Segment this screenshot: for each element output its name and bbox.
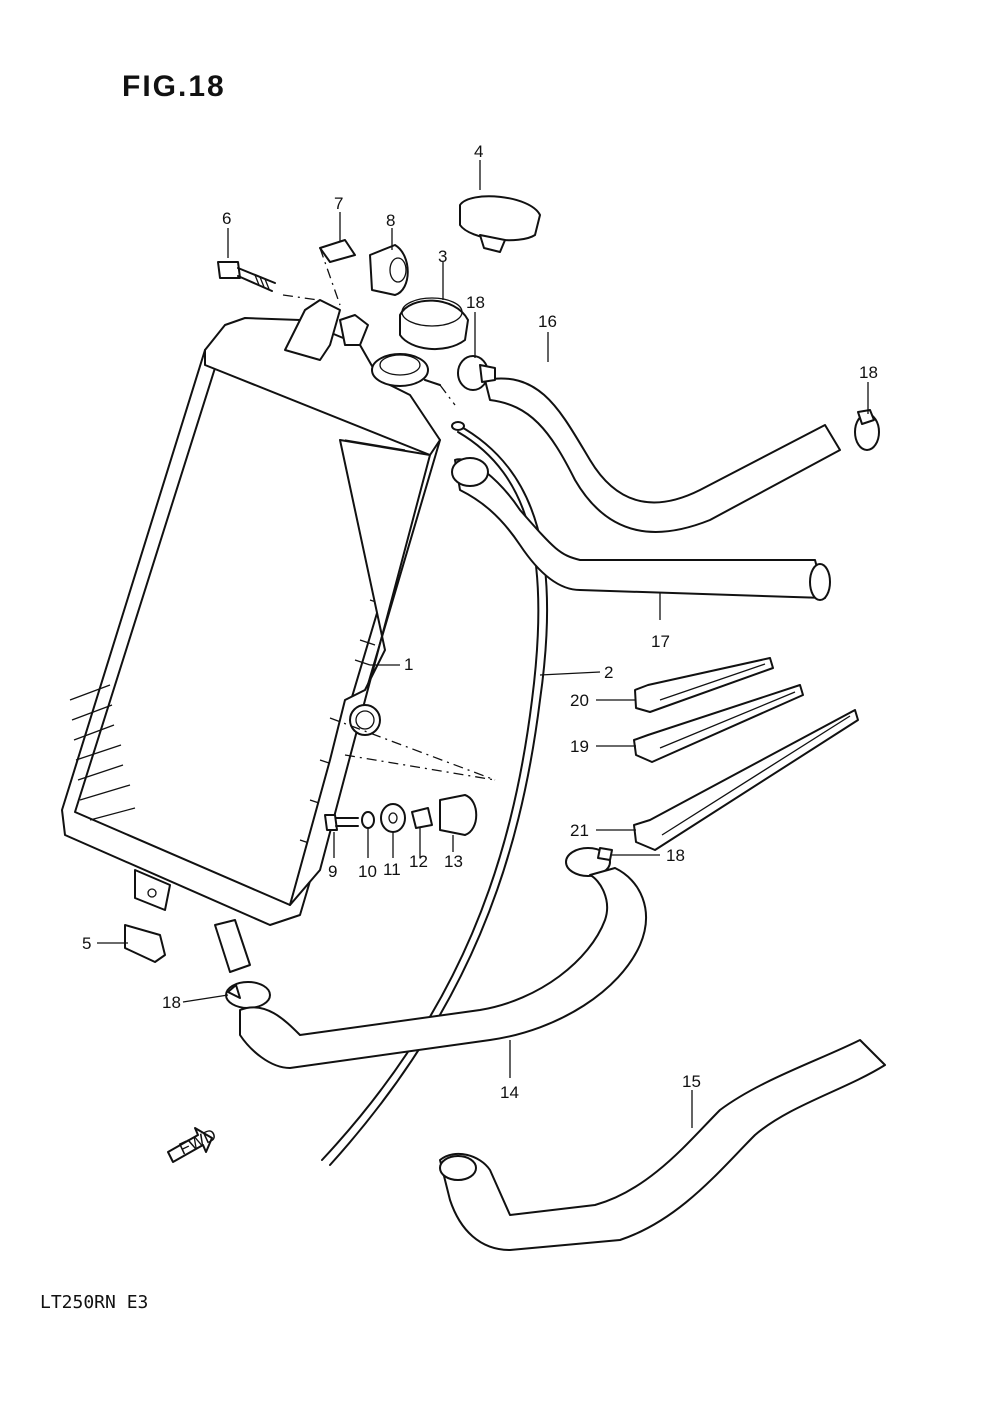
cushion-13 [439, 794, 478, 836]
callout-3: 3 [438, 247, 447, 266]
callout-2: 2 [604, 663, 613, 682]
strap-19 [633, 684, 804, 763]
leader-lines [97, 160, 869, 1128]
callout-11: 11 [383, 860, 401, 879]
bolt-9 [324, 814, 359, 831]
cushion-8 [369, 244, 409, 296]
hose-14 [239, 867, 647, 1069]
model-code: LT250RN E3 [40, 1292, 149, 1313]
callout-14: 14 [500, 1083, 519, 1102]
callout-9: 9 [328, 862, 337, 881]
collar-12 [411, 807, 433, 829]
hose-15 [439, 1039, 886, 1251]
clamp-18-mid [565, 847, 613, 877]
callout-7: 7 [334, 194, 343, 213]
callout-1: 1 [404, 655, 413, 674]
callout-labels: 1 2 3 4 5 6 7 8 9 10 11 12 13 14 15 16 1… [82, 142, 878, 1102]
callout-17: 17 [651, 632, 670, 651]
figure-title: FIG.18 [122, 70, 226, 103]
callout-5: 5 [82, 934, 91, 953]
callout-18c: 18 [666, 846, 685, 865]
callout-18d: 18 [162, 993, 181, 1012]
callout-15: 15 [682, 1072, 701, 1091]
callout-18b: 18 [859, 363, 878, 382]
bracket-5 [124, 924, 166, 963]
radiator [61, 299, 441, 973]
callout-13: 13 [444, 852, 463, 871]
hose-16 [484, 377, 841, 533]
hose-17 [454, 458, 826, 599]
clamp-18-bottom [225, 981, 271, 1009]
washer-11 [380, 803, 406, 833]
strap-21 [633, 709, 859, 851]
callout-6: 6 [222, 209, 231, 228]
callout-20: 20 [570, 691, 589, 710]
callout-4: 4 [474, 142, 483, 161]
fwd-arrow-icon: FWD [167, 1125, 219, 1163]
callout-10: 10 [358, 862, 377, 881]
collar-7 [319, 239, 356, 263]
bolt-6 [217, 261, 276, 292]
callout-18a: 18 [466, 293, 485, 312]
callout-19: 19 [570, 737, 589, 756]
clamp-18-top [457, 355, 496, 391]
callout-8: 8 [386, 211, 395, 230]
washer-10 [361, 811, 375, 829]
strap-20 [634, 657, 774, 713]
callout-12: 12 [409, 852, 428, 871]
reservoir-cap [459, 195, 541, 253]
callout-16: 16 [538, 312, 557, 331]
callout-21: 21 [570, 821, 589, 840]
radiator-cap [399, 297, 469, 351]
clamp-18-right [854, 409, 880, 451]
